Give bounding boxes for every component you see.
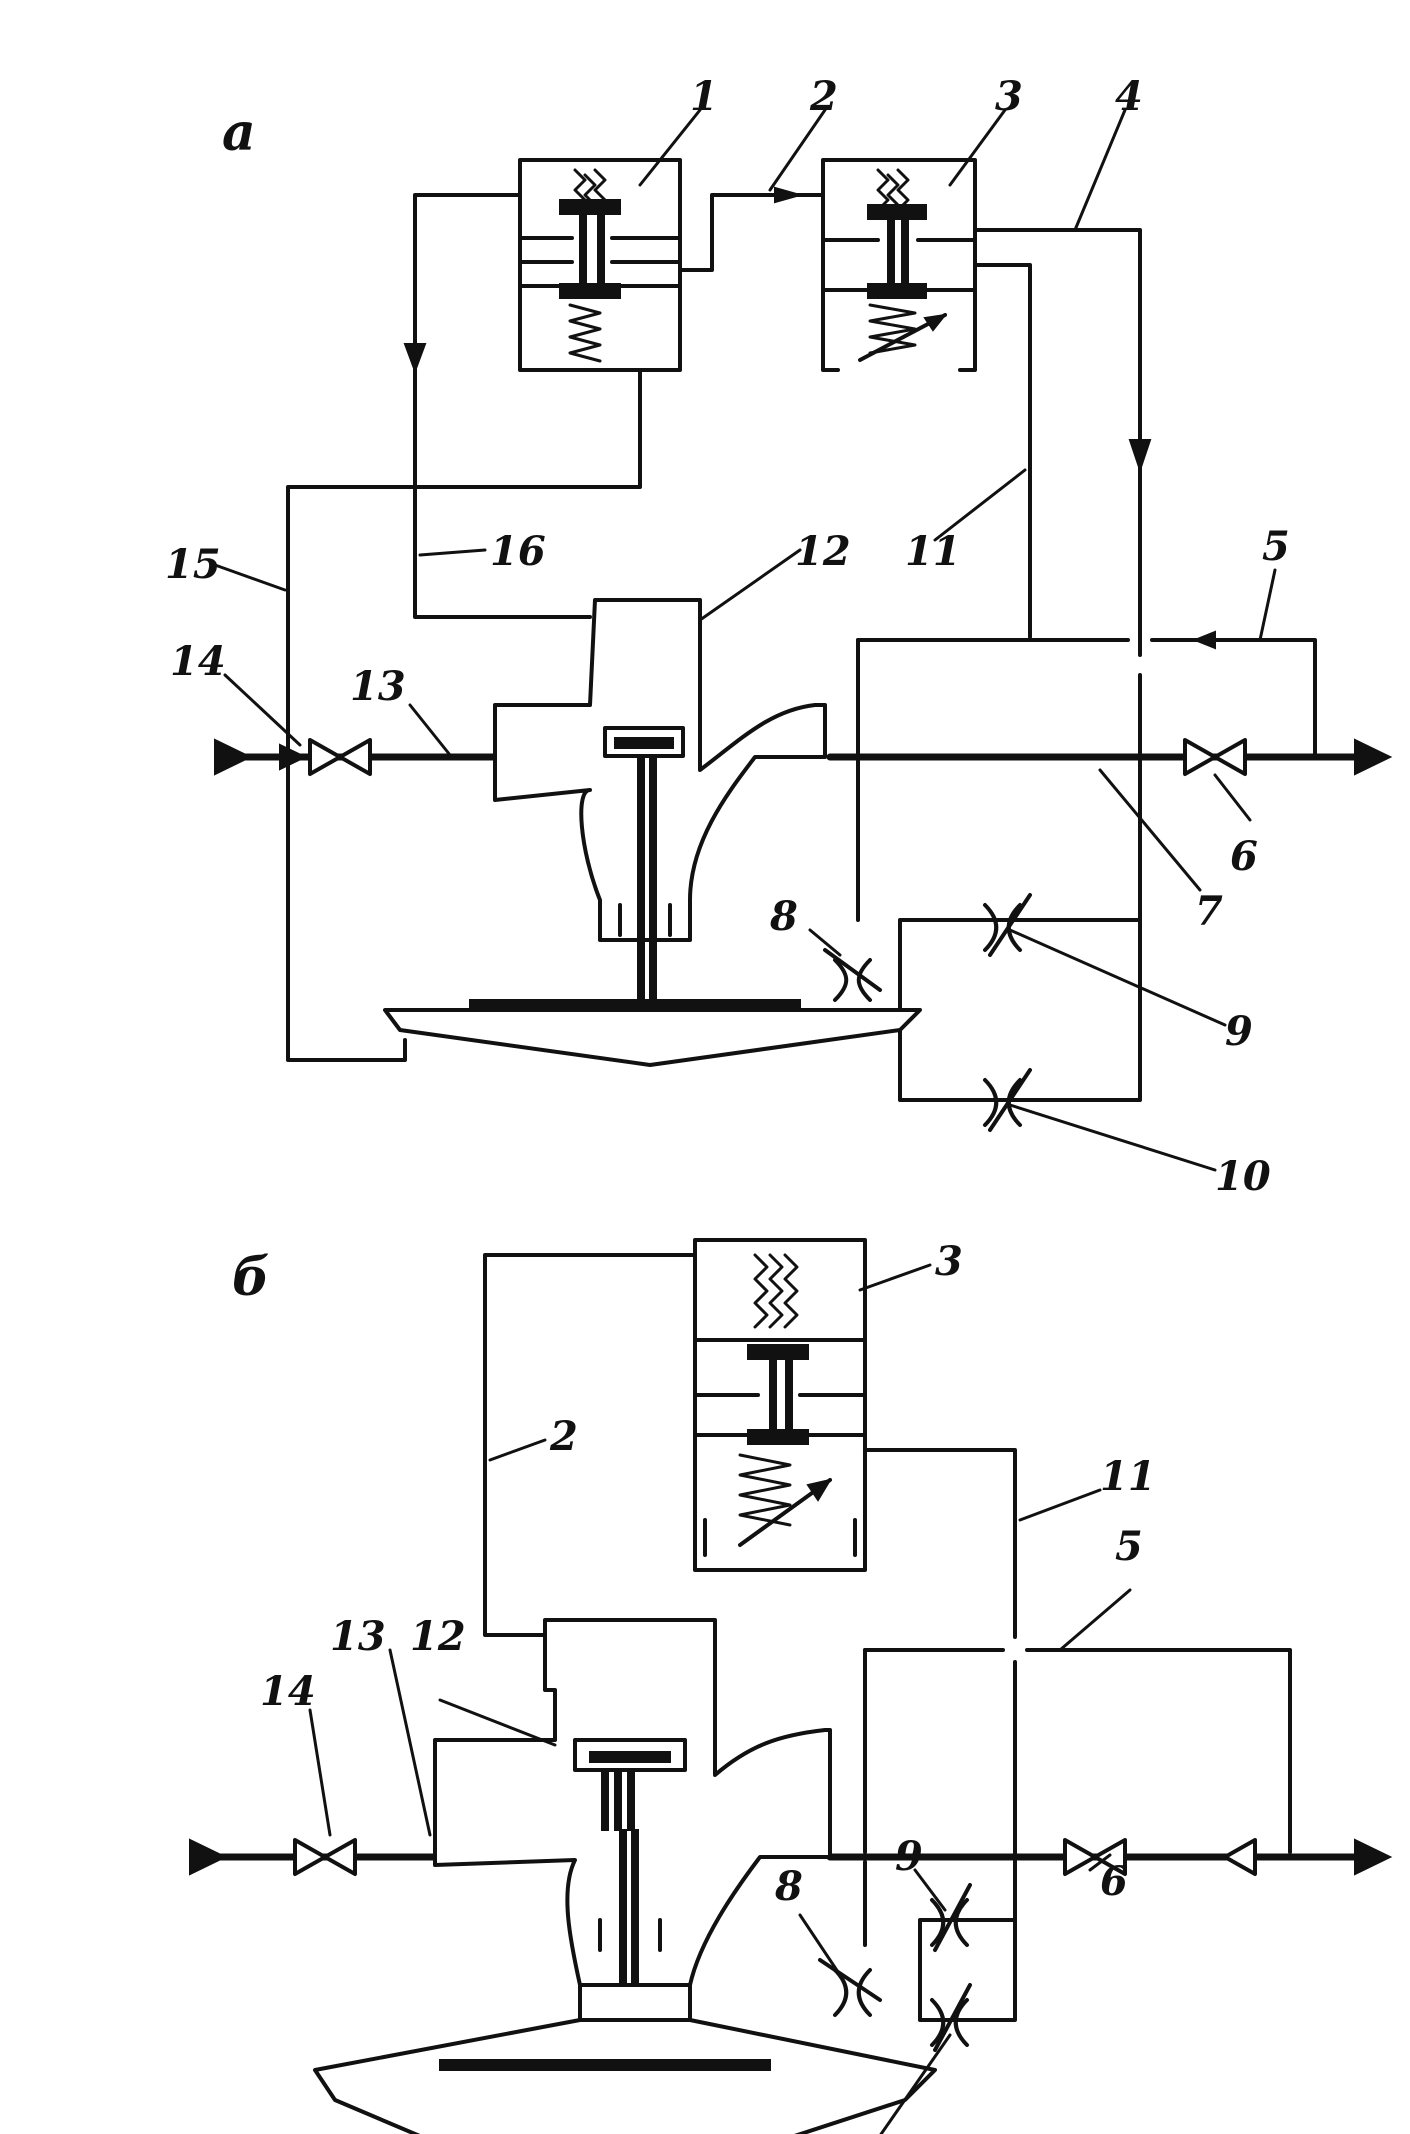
label-1: 1 — [690, 73, 718, 120]
impulse-lines-a — [286, 186, 1317, 1102]
label-10: 10 — [1215, 1153, 1271, 1200]
label-b-6: 6 — [1100, 1858, 1128, 1905]
panel-label-a: а — [222, 102, 256, 163]
label-13: 13 — [350, 663, 406, 710]
label-b-2: 2 — [549, 1413, 578, 1460]
label-12: 12 — [795, 528, 851, 575]
stabilizer-3-b — [693, 1238, 867, 1572]
label-4: 4 — [1115, 73, 1143, 120]
label-5: 5 — [1262, 523, 1290, 570]
label-b-12: 12 — [410, 1613, 466, 1660]
label-16: 16 — [490, 528, 546, 575]
label-b-9: 9 — [895, 1833, 923, 1880]
pipeline-a — [214, 738, 1393, 776]
label-11: 11 — [905, 528, 961, 575]
label-3: 3 — [995, 73, 1023, 120]
label-b-3: 3 — [935, 1238, 963, 1285]
label-15: 15 — [165, 541, 221, 588]
stabilizer-3 — [821, 158, 977, 372]
leader-lines-a — [213, 108, 1277, 1172]
figure-a: а — [165, 73, 1393, 1200]
throttles-b — [818, 1883, 972, 2052]
regulator-body-b — [313, 1618, 937, 2134]
pipeline-b — [189, 1838, 1393, 1876]
label-b-8: 8 — [774, 1863, 803, 1910]
label-8: 8 — [769, 893, 798, 940]
pilot-1 — [518, 158, 682, 372]
labels-a: 1 2 3 4 5 6 7 8 9 10 11 12 13 14 15 16 — [165, 73, 1290, 1200]
label-b-5: 5 — [1115, 1523, 1143, 1570]
panel-label-b: б — [232, 1247, 270, 1308]
label-7: 7 — [1195, 888, 1223, 935]
labels-b: 3 2 11 5 6 8 9 10 13 12 14 — [260, 1238, 1156, 2134]
label-b-13: 13 — [330, 1613, 386, 1660]
label-b-11: 11 — [1100, 1453, 1156, 1500]
figure-b: б — [189, 1238, 1393, 2134]
label-6: 6 — [1230, 833, 1258, 880]
leader-lines-b — [308, 1263, 1132, 2134]
label-14: 14 — [170, 638, 226, 685]
regulator-body-a — [383, 598, 922, 1067]
label-2: 2 — [809, 73, 838, 120]
label-9: 9 — [1225, 1008, 1253, 1055]
throttles-a — [823, 893, 1032, 1132]
label-b-14: 14 — [260, 1668, 316, 1715]
